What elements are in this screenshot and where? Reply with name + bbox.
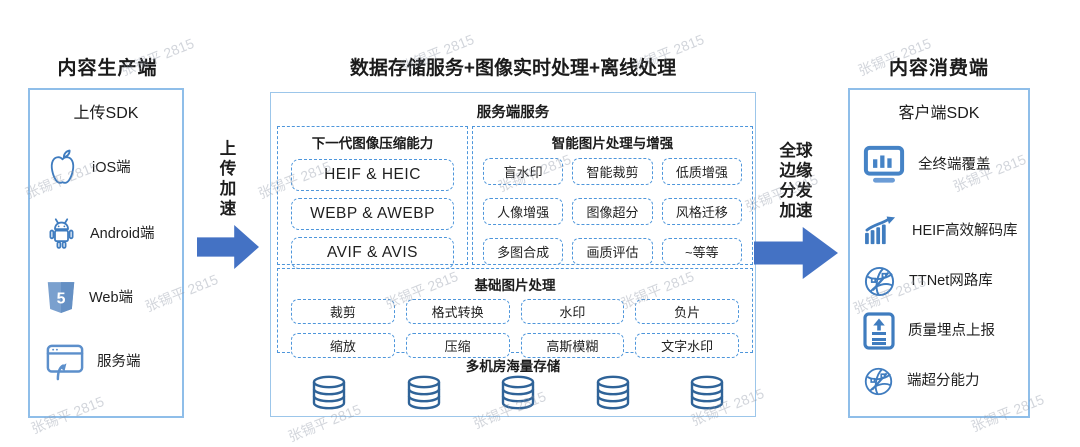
- database-icon: [496, 374, 540, 412]
- smart-chip: 低质增强: [661, 158, 742, 185]
- consumer-item-label: 端超分能力: [907, 372, 980, 389]
- consumer-column-title: 内容消费端: [888, 58, 989, 79]
- android-icon: [46, 214, 77, 254]
- growth-chart-icon: [863, 216, 899, 246]
- basic-grid: 裁剪 格式转换 水印 负片 缩放 压缩 高斯模糊 文字水印: [278, 294, 752, 358]
- basic-chip: 压缩: [405, 333, 510, 358]
- server-services-panel: 服务端服务 下一代图像压缩能力 HEIF & HEIC WEBP & AWEBP…: [270, 92, 756, 417]
- server-services-header: 服务端服务: [476, 105, 550, 121]
- consumer-item-label: 全终端覆盖: [918, 156, 991, 173]
- smart-chip: 画质评估: [572, 238, 653, 265]
- codec-section-title: 下一代图像压缩能力: [311, 136, 434, 151]
- producer-column-title: 内容生产端: [57, 58, 158, 79]
- upload-report-icon: [863, 312, 895, 350]
- globe-network-icon: [863, 265, 896, 298]
- smart-grid: 盲水印 智能裁剪 低质增强 人像增强 图像超分 风格迁移 多图合成 画质评估 ~…: [473, 152, 752, 265]
- monitor-chart-icon: [863, 145, 905, 185]
- upload-sdk-panel: 上传SDK iOS端: [28, 88, 184, 418]
- producer-item-label: Android端: [90, 225, 155, 242]
- consumer-item-coverage: 全终端覆盖: [863, 142, 1026, 188]
- smart-chip: 智能裁剪: [572, 158, 653, 185]
- smart-chip: 多图合成: [483, 238, 564, 265]
- codec-box: WEBP & AWEBP: [291, 198, 454, 230]
- globe-network-icon: [863, 366, 894, 397]
- database-icon: [591, 374, 635, 412]
- basic-chip: 缩放: [291, 333, 395, 358]
- basic-chip: 文字水印: [635, 333, 739, 358]
- codec-box: HEIF & HEIC: [291, 159, 454, 191]
- smart-processing-section: 智能图片处理与增强 盲水印 智能裁剪 低质增强 人像增强 图像超分 风格迁移 多…: [472, 126, 753, 265]
- basic-chip: 裁剪: [291, 299, 395, 324]
- producer-item-label: iOS端: [92, 159, 131, 176]
- basic-chip: 格式转换: [405, 299, 510, 324]
- consumer-item-quality-report: 质量埋点上报: [863, 308, 1026, 354]
- consumer-item-ttnet: TTNet网路库: [863, 258, 1026, 304]
- basic-section-title: 基础图片处理: [474, 278, 556, 293]
- producer-item-label: 服务端: [97, 353, 141, 370]
- edge-distribution-flow: 全球边缘分发加速: [753, 141, 839, 279]
- producer-item-ios: iOS端: [46, 144, 178, 192]
- html5-icon: 5: [46, 280, 76, 316]
- consumer-item-heif-decoder: HEIF高效解码库: [863, 208, 1026, 254]
- smart-chip: 人像增强: [483, 198, 564, 225]
- consumer-item-label: HEIF高效解码库: [912, 222, 1018, 239]
- codec-section: 下一代图像压缩能力 HEIF & HEIC WEBP & AWEBP AVIF …: [277, 126, 468, 269]
- smart-chip: ~等等: [661, 238, 742, 265]
- producer-item-web: 5 Web端: [46, 274, 178, 322]
- apple-icon: [46, 148, 79, 188]
- basic-chip: 负片: [635, 299, 739, 324]
- client-sdk-header: 客户端SDK: [898, 105, 980, 122]
- smart-chip: 盲水印: [483, 158, 564, 185]
- consumer-item-superres: 端超分能力: [863, 358, 1026, 404]
- server-column-title: 数据存储服务+图像实时处理+离线处理: [349, 58, 677, 79]
- storage-db-row: [307, 374, 729, 412]
- consumer-item-label: 质量埋点上报: [908, 322, 995, 339]
- database-icon: [685, 374, 729, 412]
- svg-text:5: 5: [57, 291, 66, 308]
- distribution-arrow-icon: [754, 227, 838, 279]
- database-icon: [307, 374, 351, 412]
- server-window-icon: [46, 343, 84, 381]
- smart-section-title: 智能图片处理与增强: [551, 136, 674, 151]
- codec-box: AVIF & AVIS: [291, 237, 454, 269]
- producer-item-server: 服务端: [46, 338, 178, 386]
- upload-arrow-icon: [197, 225, 259, 269]
- basic-processing-section: 基础图片处理 裁剪 格式转换 水印 负片 缩放 压缩 高斯模糊 文字水印: [277, 268, 753, 358]
- smart-chip: 图像超分: [572, 198, 653, 225]
- smart-chip: 风格迁移: [661, 198, 742, 225]
- producer-item-label: Web端: [89, 289, 134, 306]
- upload-accelerate-flow: 上传加速: [196, 139, 260, 269]
- producer-item-android: Android端: [46, 210, 178, 258]
- basic-chip: 高斯模糊: [520, 333, 625, 358]
- basic-chip: 水印: [520, 299, 625, 324]
- client-sdk-panel: 客户端SDK 全终端覆盖: [848, 88, 1030, 418]
- storage-section-title: 多机房海量存储: [465, 359, 561, 374]
- consumer-item-label: TTNet网路库: [909, 272, 993, 289]
- edge-distribution-label: 全球边缘分发加速: [779, 142, 813, 220]
- upload-sdk-header: 上传SDK: [73, 105, 139, 122]
- database-icon: [402, 374, 446, 412]
- upload-accelerate-label: 上传加速: [219, 140, 237, 218]
